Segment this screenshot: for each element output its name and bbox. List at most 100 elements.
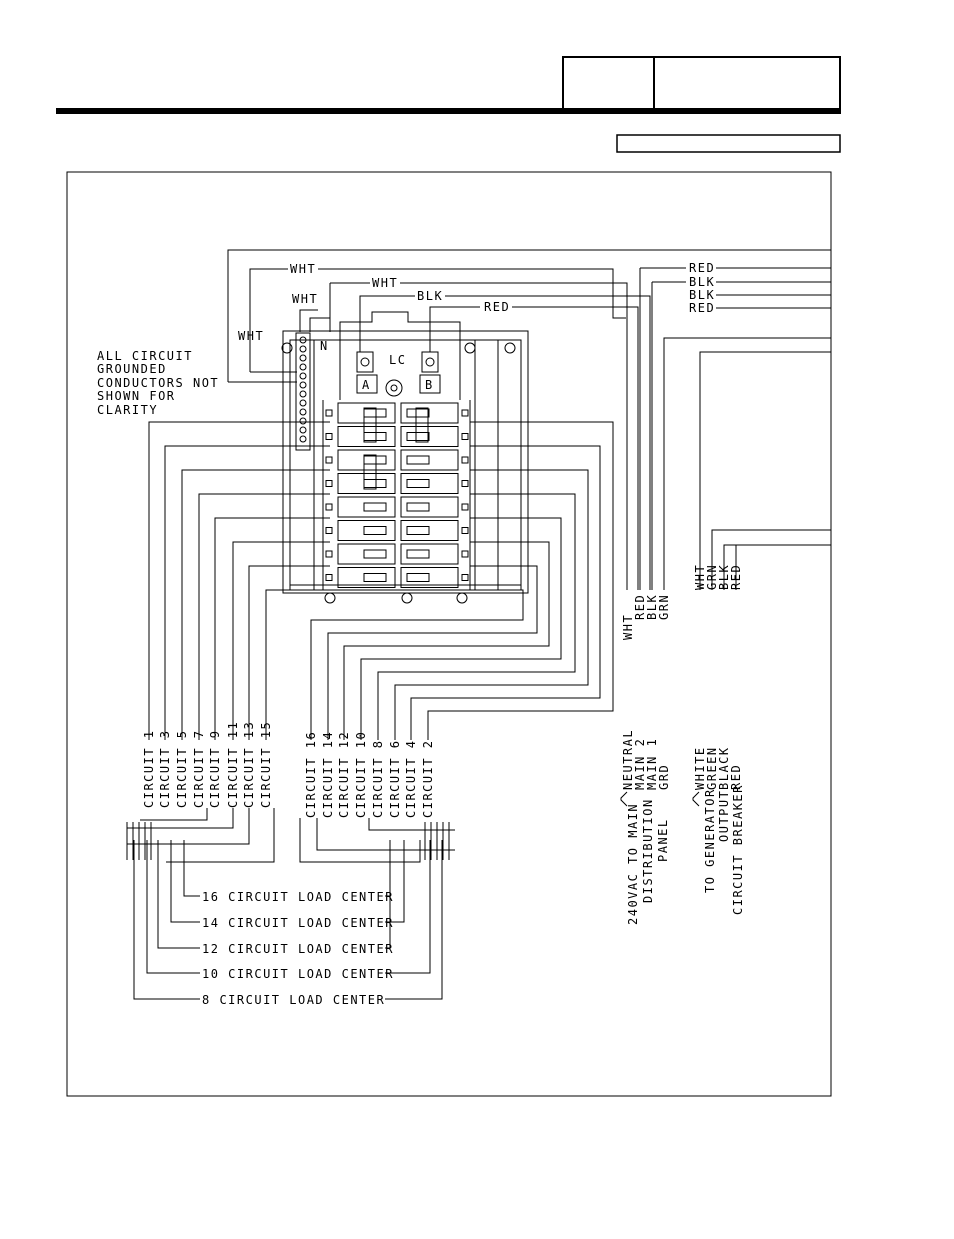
circuit-wires: [148, 421, 614, 740]
gen-brace: [692, 791, 700, 807]
breaker-right-handle: [406, 432, 430, 441]
wire-label-blk: BLK: [417, 289, 443, 303]
breaker-right: [400, 496, 459, 518]
lug-b-screw-housing: [421, 351, 439, 373]
wire-label-red: RED: [484, 300, 510, 314]
group-line-left-4: [166, 808, 275, 863]
wire-wht-stub: [299, 309, 318, 332]
wire-label-right-blk-2: BLK: [689, 288, 715, 302]
group-line-right-2: [316, 818, 455, 851]
load-center-bracket-right: [385, 840, 391, 949]
main-short-blk: BLK: [645, 594, 659, 620]
wire-label-wht-3: WHT: [292, 292, 318, 306]
circuit-wire-left: [248, 565, 330, 740]
breaker-left-handle: [363, 502, 387, 512]
gen-short-red: RED: [729, 564, 743, 590]
circuit-wire-right: [410, 445, 601, 740]
figure-frame: [66, 171, 832, 1097]
wire-blk-left: [359, 295, 415, 352]
wire-label-right-blk-1: BLK: [689, 275, 715, 289]
circuit-label-3: CIRCUIT 3: [158, 729, 172, 808]
wire-wht1-right: [318, 268, 626, 319]
load-center-bracket-right: [385, 840, 391, 897]
neutral-bar-label: N: [320, 339, 329, 353]
center-bolt-inner: [390, 384, 398, 392]
load-center-labels: 16 CIRCUIT LOAD CENTER 14 CIRCUIT LOAD C…: [202, 890, 394, 1007]
neutral-screw: [299, 354, 307, 362]
circuit-label-10: CIRCUIT 10: [354, 731, 368, 818]
circuit-wire-right: [310, 589, 524, 740]
breaker-left: [337, 426, 396, 447]
breaker-right-handle: [406, 479, 430, 488]
wire-red-right: [512, 306, 639, 590]
gen-caption-2: OUTPUT: [717, 790, 731, 842]
wire-wht2-right: [400, 282, 628, 590]
group-line-left-1: [127, 808, 234, 829]
breaker-right-handle: [406, 526, 430, 535]
gen-long-black: BLACK: [717, 746, 731, 790]
wire-wht-neutral-top: [309, 317, 330, 332]
breaker-left-handle: [363, 432, 387, 441]
supply-wiring: [227, 249, 831, 590]
lug-a-screw: [360, 357, 370, 367]
mount-hole-top-right: [504, 342, 516, 354]
circuit-label-4: CIRCUIT 4: [404, 739, 418, 818]
circuit-label-11: CIRCUIT 11: [226, 721, 240, 808]
breaker-right-handle: [406, 573, 430, 582]
load-center-14: 14 CIRCUIT LOAD CENTER: [202, 916, 394, 930]
circuit-label-7: CIRCUIT 7: [192, 729, 206, 808]
neutral-screw: [299, 408, 307, 416]
circuit-label-14: CIRCUIT 14: [321, 731, 335, 818]
main-caption-1: 240VAC TO MAIN: [626, 803, 640, 925]
breaker-left-handle: [363, 573, 387, 582]
clarity-note: ALL CIRCUIT GROUNDED CONDUCTORS NOT SHOW…: [97, 349, 219, 417]
lug-a-screw-housing: [356, 351, 374, 373]
main-long-main2: MAIN 2: [633, 738, 647, 790]
main-panel-labels: WHT RED BLK GRN NEUTRAL MAIN 2 MAIN 1 GR…: [620, 594, 671, 925]
circuit-label-8: CIRCUIT 8: [371, 739, 385, 818]
load-center-bracket-left: [183, 840, 200, 897]
gen-long-white: WHITE: [693, 746, 707, 790]
wire-blk-gen: [723, 544, 831, 590]
wire-wht1-left: [249, 268, 288, 372]
neutral-bar-screws: [299, 336, 307, 443]
neutral-screw: [299, 390, 307, 398]
breaker-left: [337, 402, 396, 424]
breaker-left: [337, 496, 396, 518]
neutral-screw: [299, 417, 307, 425]
panel-top-bracket: [339, 311, 461, 331]
neutral-screw: [299, 345, 307, 353]
wire-wht-gen: [699, 351, 831, 590]
circuit-label-1: CIRCUIT 1: [142, 729, 156, 808]
breaker-left-clip: [325, 480, 333, 487]
breaker-tie-3: [363, 454, 377, 490]
wire-blk-right: [445, 295, 651, 590]
neutral-screw: [299, 363, 307, 371]
header-rule: [56, 108, 841, 114]
circuit-wire-left: [198, 493, 330, 740]
breaker-right: [400, 402, 459, 424]
breaker-right-clip: [461, 550, 469, 558]
load-center-8: 8 CIRCUIT LOAD CENTER: [202, 993, 385, 1007]
breaker-right: [400, 473, 459, 494]
breaker-right: [400, 543, 459, 565]
circuit-label-16: CIRCUIT 16: [304, 731, 318, 818]
breaker-left-handle: [363, 455, 387, 465]
note-line-3: CONDUCTORS NOT: [97, 376, 219, 390]
breaker-left-handle: [363, 408, 387, 418]
breaker-tie-2: [415, 407, 429, 443]
gen-long-red: RED: [729, 764, 743, 790]
circuit-wire-right: [377, 493, 576, 740]
mount-hole-top-left: [281, 342, 293, 354]
breaker-left-clip: [325, 433, 333, 440]
circuit-label-15: CIRCUIT 15: [259, 721, 273, 808]
neutral-screw: [299, 435, 307, 443]
circuit-labels-left: CIRCUIT 1 CIRCUIT 3 CIRCUIT 5 CIRCUIT 7 …: [142, 721, 273, 808]
wire-label-right-red-1: RED: [689, 261, 715, 275]
breaker-left: [337, 520, 396, 541]
breaker-right-clip: [461, 503, 469, 511]
circuit-label-6: CIRCUIT 6: [388, 739, 402, 818]
wire-label-right-red-2: RED: [689, 301, 715, 315]
main-brace: [620, 791, 628, 807]
